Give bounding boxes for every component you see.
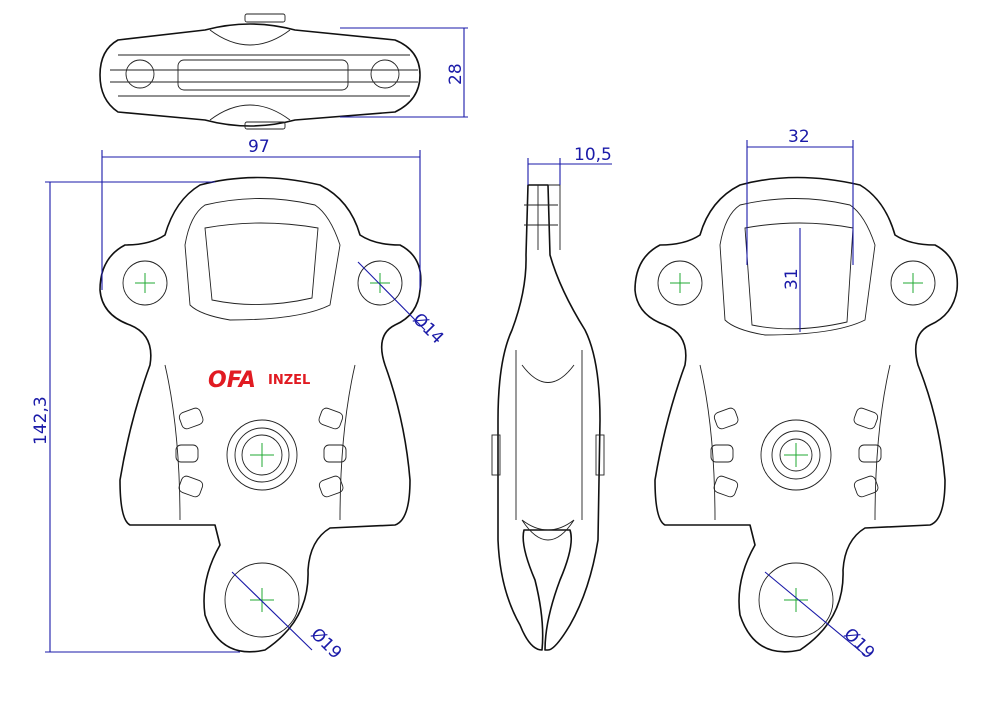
- dimension-diameter-14: Ø14: [357, 261, 447, 348]
- dimension-10-5: 10,5: [527, 145, 612, 185]
- dimension-diameter-14-label: Ø14: [408, 309, 447, 348]
- dimension-28: 28: [340, 27, 468, 118]
- logo-name: INZEL: [268, 373, 310, 388]
- dimension-28-label: 28: [446, 63, 466, 85]
- dimension-32-label: 32: [788, 127, 810, 147]
- front-view: [99, 176, 422, 653]
- top-view: [99, 13, 421, 130]
- dimension-32: 32: [746, 127, 854, 265]
- front-logo: OFA INZEL: [208, 368, 310, 393]
- dimension-diameter-19-back: Ø19: [764, 571, 878, 663]
- dimension-10-5-label: 10,5: [574, 145, 612, 165]
- logo-mark: OFA: [208, 368, 256, 393]
- dimension-97: 97: [101, 137, 421, 290]
- back-view: [634, 176, 959, 653]
- side-view: [491, 184, 605, 651]
- dimension-diameter-19-back-label: Ø19: [839, 624, 878, 663]
- dimension-142-3: 142,3: [31, 181, 240, 653]
- dimension-diameter-19-front-label: Ø19: [306, 624, 345, 663]
- dimension-31: 31: [782, 228, 802, 332]
- dimension-31-label: 31: [782, 268, 802, 290]
- dimension-142-3-label: 142,3: [31, 396, 51, 445]
- dimension-diameter-19-front: Ø19: [231, 571, 345, 663]
- dimension-97-label: 97: [248, 137, 270, 157]
